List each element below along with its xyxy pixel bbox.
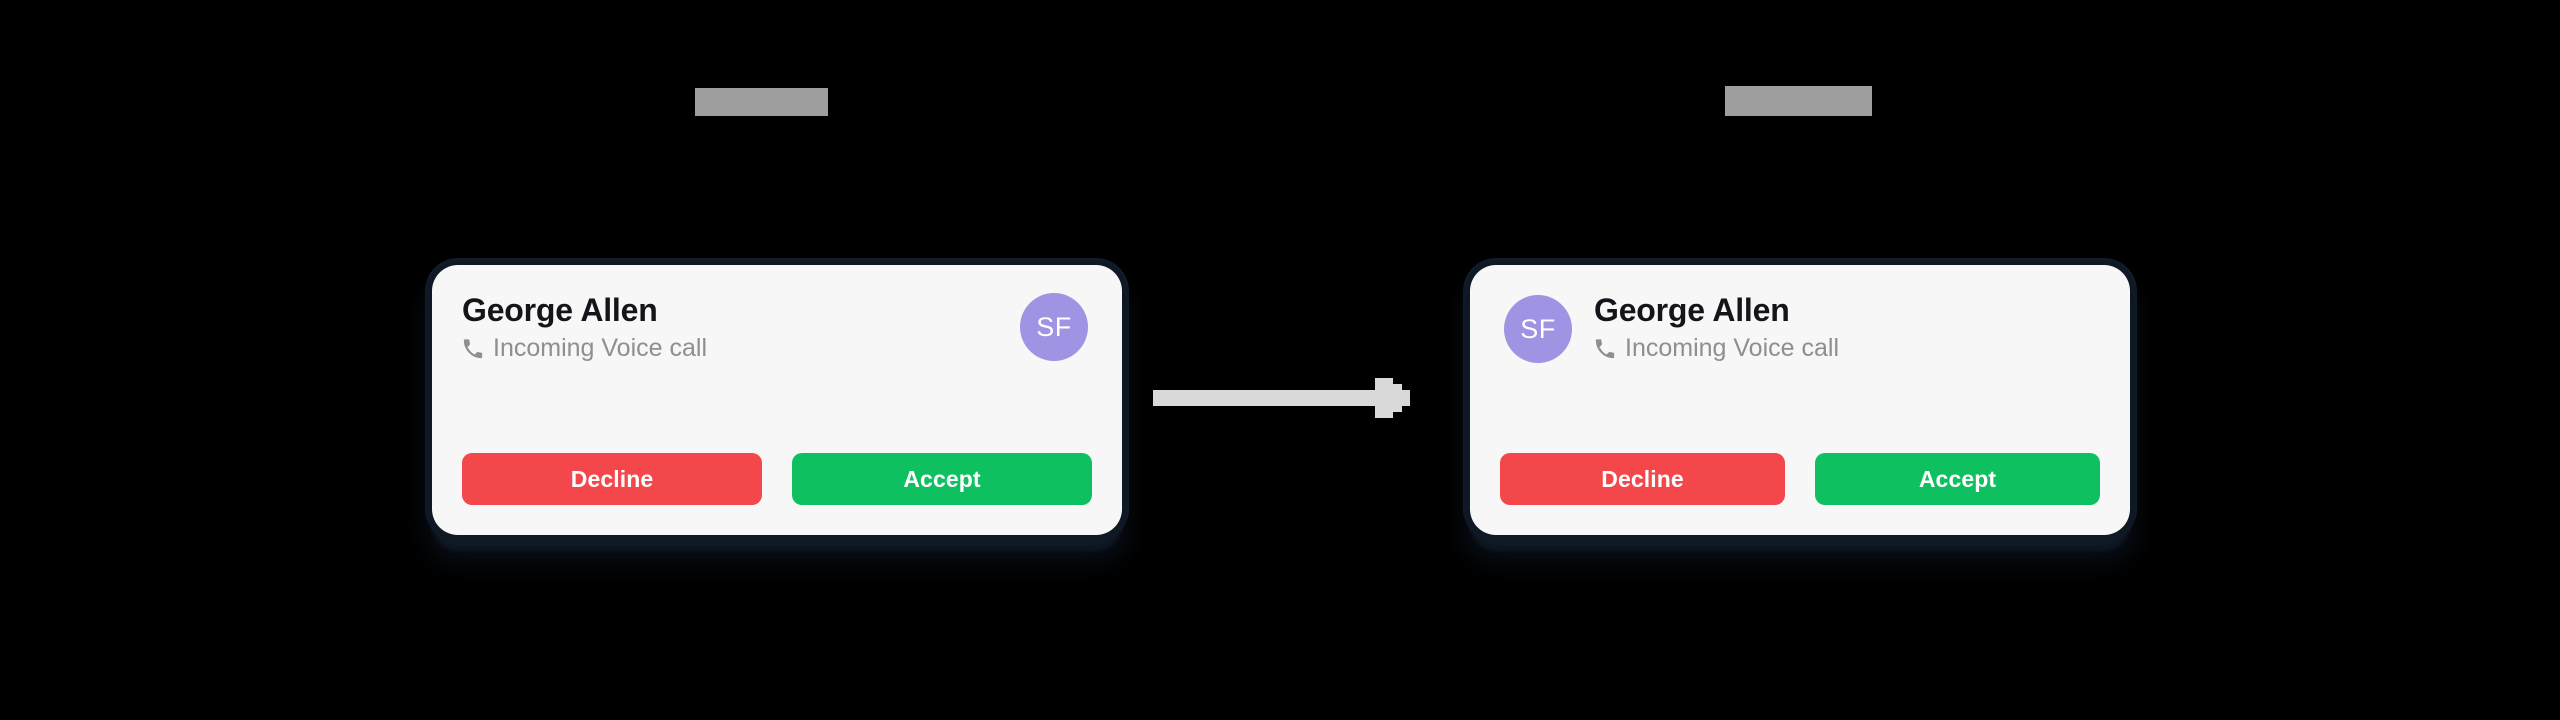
card-header: George Allen Incoming Voice call SF <box>462 291 1092 363</box>
right-arrow-icon <box>1153 374 1410 422</box>
accept-button[interactable]: Accept <box>792 453 1092 505</box>
avatar: SF <box>1020 293 1088 361</box>
card-header: SF George Allen Incoming Voice call <box>1500 291 2100 363</box>
call-status-row: Incoming Voice call <box>1594 334 1839 363</box>
phone-icon <box>462 338 484 360</box>
decline-button[interactable]: Decline <box>462 453 762 505</box>
incoming-call-card-before: George Allen Incoming Voice call SF <box>432 265 1122 535</box>
decline-button[interactable]: Decline <box>1500 453 1785 505</box>
call-actions: Decline Accept <box>462 453 1092 511</box>
avatar-initials: SF <box>1520 313 1556 344</box>
phone-icon <box>1594 338 1616 360</box>
card-content: George Allen Incoming Voice call SF <box>432 265 1122 535</box>
after-label-redacted <box>1725 86 1872 116</box>
call-status-label: Incoming Voice call <box>493 334 708 363</box>
call-actions: Decline Accept <box>1500 453 2100 511</box>
accept-button[interactable]: Accept <box>1815 453 2100 505</box>
avatar: SF <box>1504 295 1572 363</box>
caller-name: George Allen <box>462 292 658 328</box>
caller-name: George Allen <box>1594 292 1790 328</box>
before-label-redacted <box>695 88 828 116</box>
card-content: SF George Allen Incoming Voice call <box>1470 265 2130 535</box>
avatar-initials: SF <box>1036 311 1072 342</box>
caller-info: George Allen Incoming Voice call <box>462 291 707 363</box>
call-status-label: Incoming Voice call <box>1625 334 1840 363</box>
incoming-call-card-after: SF George Allen Incoming Voice call <box>1470 265 2130 535</box>
call-status-row: Incoming Voice call <box>462 334 707 363</box>
caller-info: George Allen Incoming Voice call <box>1594 291 1839 363</box>
